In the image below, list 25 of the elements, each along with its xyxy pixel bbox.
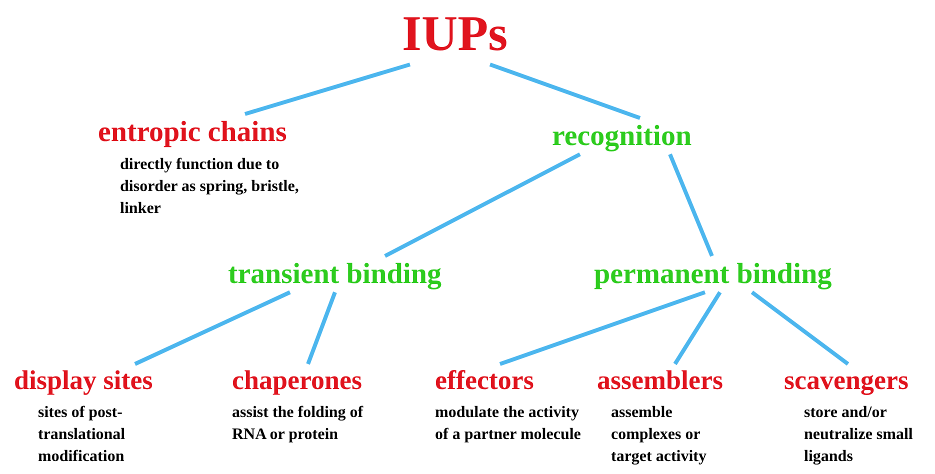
node-description: assemble complexes or target activity [611, 402, 708, 467]
node-description: modulate the activity of a partner molecule [435, 402, 582, 445]
connector-line [499, 290, 706, 366]
connector-line [750, 290, 850, 366]
connector-line [668, 153, 714, 257]
connector-line [489, 62, 641, 120]
node-description: store and/or neutralize small ligands [804, 402, 914, 467]
node-heading: entropic chains [98, 115, 288, 150]
node-heading: chaperones [232, 364, 364, 397]
connector-line [244, 62, 411, 116]
node-heading: display sites [14, 364, 154, 397]
connector-line [134, 290, 291, 366]
connector-line [306, 292, 337, 365]
node-description: sites of post-translational modification [38, 402, 126, 467]
node-heading: IUPs [402, 4, 508, 63]
node-heading: permanent binding [594, 257, 832, 292]
connector-line [384, 152, 581, 258]
node-heading: recognition [552, 119, 692, 154]
node-heading: transient binding [228, 257, 442, 292]
node-heading: effectors [435, 364, 535, 397]
node-description: assist the folding of RNA or protein [232, 402, 364, 445]
node-description: directly function due to disorder as spring, bristle, linker [120, 155, 300, 220]
node-heading: assemblers [597, 364, 724, 397]
connector-line [673, 291, 722, 366]
node-heading: scavengers [784, 364, 910, 397]
